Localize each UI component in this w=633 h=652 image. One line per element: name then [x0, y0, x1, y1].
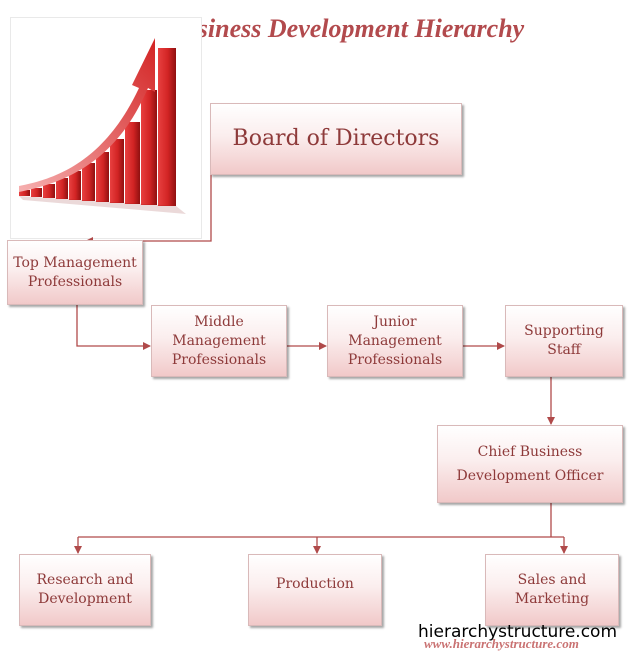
- board-of-directors-node: Board of Directors: [210, 103, 462, 175]
- middle-management-node: Middle Management Professionals: [151, 305, 287, 377]
- sales-and-marketing-label: Sales and Marketing: [514, 572, 590, 607]
- research-and-development-node: Research and Development: [19, 554, 151, 626]
- board-of-directors-label: Board of Directors: [232, 126, 440, 151]
- production-node: Production: [248, 554, 382, 626]
- junior-management-node: Junior Management Professionals: [327, 305, 463, 377]
- site-url-label: hierarchystructure.com: [418, 622, 618, 642]
- top-management-label: Top Management Professionals: [13, 254, 137, 290]
- edge-top-middle: [76, 305, 151, 350]
- growth-bar-chart-image: [10, 17, 202, 239]
- junior-management-label: Junior Management Professionals: [347, 313, 443, 368]
- middle-management-label: Middle Management Professionals: [171, 313, 267, 368]
- supporting-staff-node: Supporting Staff: [505, 305, 623, 377]
- chief-business-development-officer-node: Chief Business Development Officer: [437, 425, 623, 503]
- edge-chief-bus: [78, 503, 564, 538]
- production-label: Production: [276, 576, 354, 592]
- research-and-development-label: Research and Development: [36, 572, 134, 607]
- diagram-title: Business Development Hierarchy: [166, 14, 525, 43]
- top-management-node: Top Management Professionals: [7, 240, 143, 305]
- chief-business-development-officer-label: Chief Business Development Officer: [456, 444, 604, 484]
- supporting-staff-label: Supporting Staff: [524, 323, 604, 358]
- watermark-text: www.hierarchystructure.com: [424, 636, 579, 651]
- sales-and-marketing-node: Sales and Marketing: [485, 554, 619, 626]
- growth-chart-icon: [19, 38, 186, 214]
- edge-board-top: [85, 175, 212, 245]
